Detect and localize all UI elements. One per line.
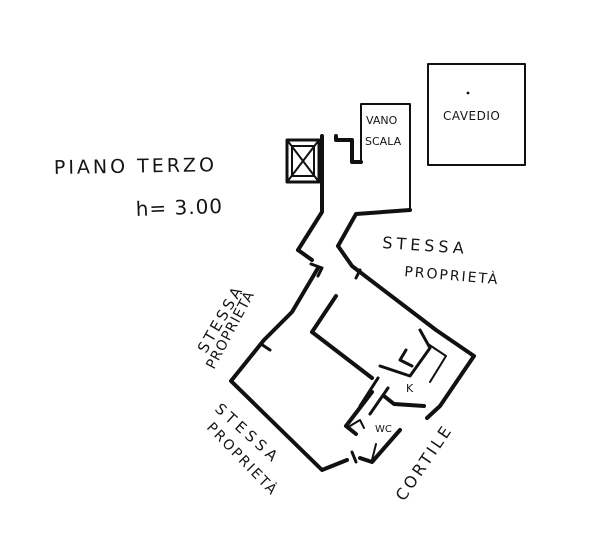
lightwell-box [427, 63, 526, 166]
corridor-walls [296, 134, 412, 252]
interior-partition-kitchen [398, 348, 414, 368]
stair-label-line1: VANO [366, 114, 398, 127]
shaft-box [285, 138, 321, 184]
wall-stub-right [354, 268, 362, 280]
apartment-outer-walls [229, 244, 476, 472]
lightwell-dot [466, 91, 470, 95]
lightwell-label: CAVEDIO [443, 109, 500, 123]
kitchen-label: K [406, 382, 414, 395]
wall-stub-mid [259, 342, 272, 352]
wall-stub-bottom [350, 450, 358, 464]
stair-box [360, 103, 411, 211]
wall-stub-upper [309, 262, 324, 278]
kitchen-divider [427, 343, 447, 383]
bath-fixture [349, 419, 377, 461]
courtyard-label: CORTILE [392, 420, 457, 504]
wc-label: WC [375, 424, 392, 435]
height-label: h= 3.00 [135, 194, 223, 221]
interior-partition-right [378, 328, 432, 378]
stair-label-line2: SCALA [365, 135, 402, 148]
interior-partition-main [310, 294, 374, 380]
property-right-line2: PROPRIETÀ [404, 263, 501, 288]
floor-label: PIANO TERZO [54, 154, 217, 179]
property-right-line1: STESSA [382, 233, 469, 258]
interior-partition-door [358, 376, 390, 416]
